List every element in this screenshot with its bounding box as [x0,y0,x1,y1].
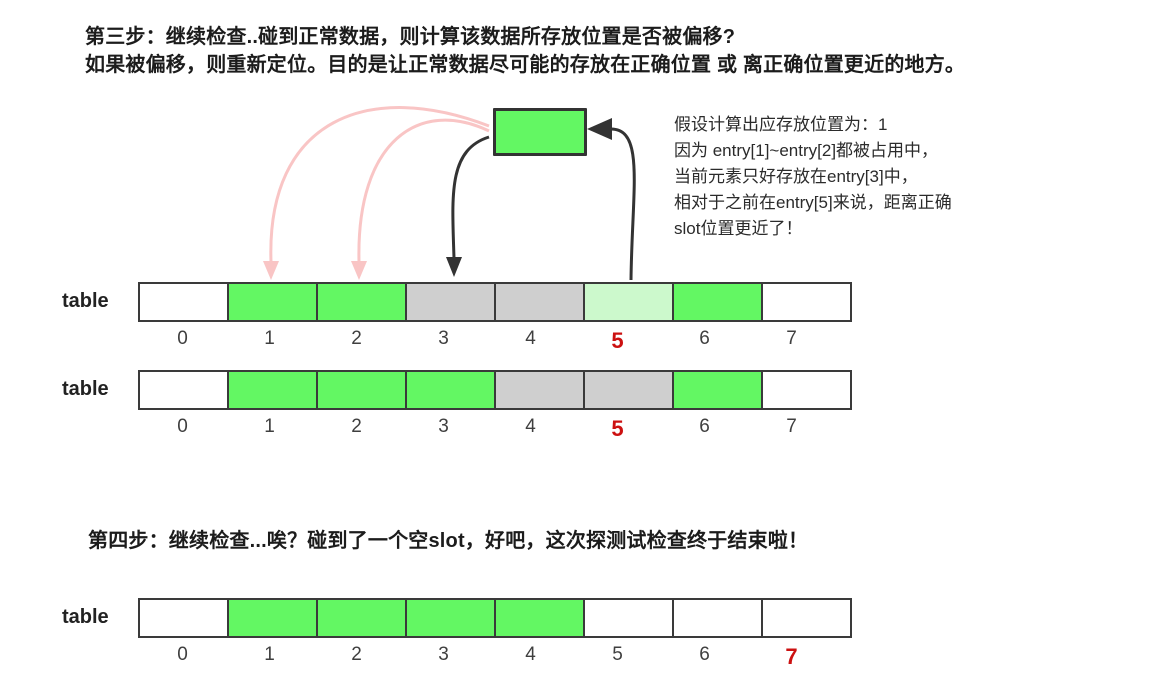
index-label-4: 4 [525,416,536,437]
table-cell-0-white [138,370,229,410]
index-label-1: 1 [264,328,275,349]
annotation-line: 因为 entry[1]~entry[2]都被占用中， [674,141,939,160]
index-label-3: 3 [438,416,449,437]
index-label-3: 3 [438,328,449,349]
black-arrow-to-slot3 [446,135,490,277]
table-cell-6-white [672,598,763,638]
index-label-7: 7 [785,644,798,669]
table-cell-0-white [138,598,229,638]
index-label-5: 5 [611,328,624,353]
table-cell-3-green [405,370,496,410]
table-indices: 0 1 2 3 4 5 6 7 [138,416,836,442]
step3-title-line2: 如果被偏移，则重新定位。目的是让正常数据尽可能的存放在正确位置 或 离正确位置更… [85,54,966,76]
table-cells [138,598,852,638]
pink-probe-arrow-slot1 [263,106,490,280]
table-cell-0-white [138,282,229,322]
index-label-0: 0 [177,416,188,437]
step4-title: 第四步：继续检查...唉？碰到了一个空slot，好吧，这次探测试检查终于结束啦！ [88,530,809,552]
black-arrow-from-slot5 [587,118,636,281]
index-label-1: 1 [264,416,275,437]
index-label-1: 1 [264,644,275,665]
index-label-4: 4 [525,644,536,665]
table-cell-4-gray [494,370,585,410]
table-cell-1-green [227,370,318,410]
table-row-label: table [62,290,109,312]
table-cell-7-white [761,598,852,638]
index-label-5: 5 [612,644,623,665]
index-label-2: 2 [351,644,362,665]
table-row-final: table 0 1 2 3 4 5 6 7 [0,598,1163,678]
annotation-line: 假设计算出应存放位置为：1 [674,115,888,134]
table-cell-6-green [672,370,763,410]
table-cell-6-green [672,282,763,322]
index-label-0: 0 [177,644,188,665]
table-cell-3-green [405,598,496,638]
table-cell-7-white [761,282,852,322]
table-cell-4-gray [494,282,585,322]
index-label-6: 6 [699,644,710,665]
table-cell-5-white [583,598,674,638]
index-label-2: 2 [351,416,362,437]
annotation-line: slot位置更近了！ [674,219,803,238]
table-cell-5-light_green [583,282,674,322]
annotation-text: 假设计算出应存放位置为：1 因为 entry[1]~entry[2]都被占用中，… [674,112,952,242]
table-indices: 0 1 2 3 4 5 6 7 [138,644,836,670]
index-label-7: 7 [786,328,797,349]
table-cell-1-green [227,598,318,638]
annotation-line: 相对于之前在entry[5]来说，距离正确 [674,193,952,212]
index-label-6: 6 [699,416,710,437]
table-cell-3-gray [405,282,496,322]
table-cells [138,370,852,410]
table-row-label: table [62,378,109,400]
step3-title-line1: 第三步：继续检查..碰到正常数据，则计算该数据所存放位置是否被偏移? [85,26,736,48]
table-cell-5-gray [583,370,674,410]
index-label-5: 5 [611,416,624,441]
table-row-label: table [62,606,109,628]
index-label-6: 6 [699,328,710,349]
table-cell-4-green [494,598,585,638]
index-label-0: 0 [177,328,188,349]
table-row-before: table 0 1 2 3 4 5 6 7 [0,282,1163,362]
index-label-7: 7 [786,416,797,437]
table-cell-2-green [316,282,407,322]
table-row-after: table 0 1 2 3 4 5 6 7 [0,370,1163,450]
annotation-line: 当前元素只好存放在entry[3]中， [674,167,918,186]
table-cell-7-white [761,370,852,410]
index-label-3: 3 [438,644,449,665]
pink-probe-arrow-slot2 [351,118,490,280]
moving-element-box [493,108,587,156]
table-cell-2-green [316,598,407,638]
table-cell-2-green [316,370,407,410]
table-cell-1-green [227,282,318,322]
table-indices: 0 1 2 3 4 5 6 7 [138,328,836,354]
index-label-2: 2 [351,328,362,349]
index-label-4: 4 [525,328,536,349]
table-cells [138,282,852,322]
